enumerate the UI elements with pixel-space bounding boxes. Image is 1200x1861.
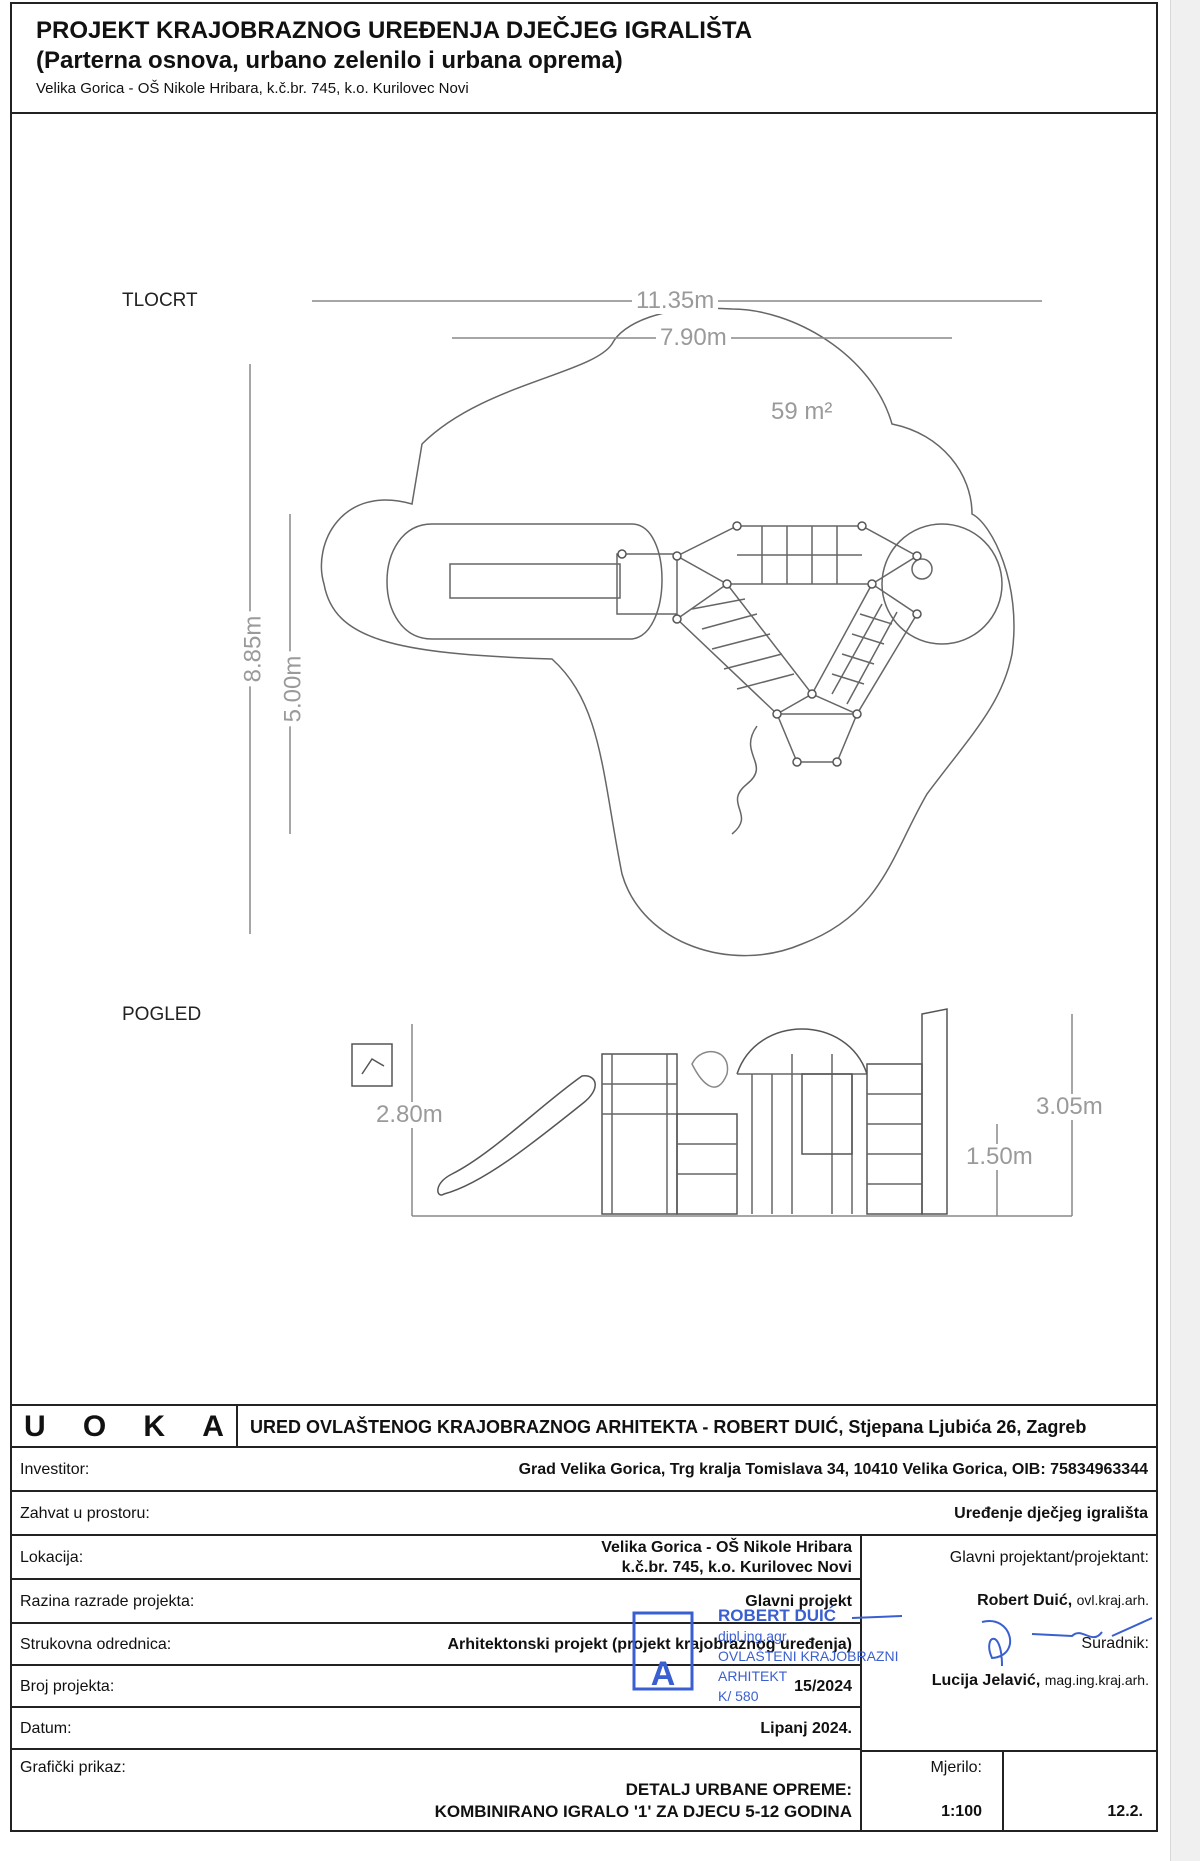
sheet-header: PROJEKT KRAJOBRAZNOG UREĐENJA DJEČJEG IG… [12, 4, 1156, 114]
drawing-area: TLOCRT POGLED 11.35m 7.90m 59 m² 8.85m 5… [12, 114, 1156, 1404]
dim-width-total: 11.35m [632, 288, 719, 314]
stamp-graphic: A ROBERT DUIĆ dipl.ing.agr. OVLAŠTENI KR… [632, 1606, 898, 1704]
project-location: Velika Gorica - OŠ Nikole Hribara, k.č.b… [36, 80, 469, 97]
investor-label: Investitor: [20, 1461, 90, 1478]
associate-name: Lucija Jelavić, [931, 1672, 1041, 1689]
scope-value: Uređenje dječjeg igrališta [954, 1505, 1148, 1522]
tb-row-date: Datum: Lipanj 2024. [12, 1708, 862, 1750]
associate: Lucija Jelavić, mag.ing.kraj.arh. [867, 1670, 1149, 1691]
discipline-label: Strukovna odrednica: [20, 1636, 172, 1653]
professional-stamp: A ROBERT DUIĆ dipl.ing.agr. OVLAŠTENI KR… [632, 1601, 902, 1711]
chief-designer-label: Glavni projektant/projektant: [949, 1549, 1149, 1566]
dim-width-inner: 7.90m [656, 325, 731, 351]
tb-row-investor: Investitor: Grad Velika Gorica, Trg kral… [12, 1448, 1156, 1492]
uoka-letter: U [24, 1410, 46, 1443]
height-right: 3.05m [1032, 1094, 1107, 1120]
stamp-line: ROBERT DUIĆ [718, 1606, 836, 1625]
tb-divider-scale [860, 1750, 1156, 1752]
location-value-1: Velika Gorica - OŠ Nikole Hribara [601, 1539, 852, 1556]
area-label: 59 m² [767, 399, 837, 425]
scope-label: Zahvat u prostoru: [20, 1505, 150, 1522]
slide-elevation [437, 1075, 596, 1196]
location-value-2: k.č.br. 745, k.o. Kurilovec Novi [621, 1559, 852, 1576]
dim-depth-total: 8.85m [239, 611, 267, 687]
elevation-label: POGLED [122, 1004, 202, 1025]
investor-value: Grad Velika Gorica, Trg kralja Tomislava… [518, 1461, 1148, 1478]
location-label: Lokacija: [20, 1549, 84, 1566]
viewer-scrollbar[interactable] [1170, 0, 1200, 1861]
right-pad [881, 523, 1003, 645]
project-number-value: 15/2024 [794, 1678, 852, 1695]
office-name: URED OVLAŠTENOG KRAJOBRAZNOG ARHITEKTA -… [250, 1417, 1087, 1437]
height-platform: 1.50m [962, 1144, 1037, 1170]
uoka-letter: K [143, 1410, 166, 1443]
graphic-value-2: KOMBINIRANO IGRALO '1' ZA DJECU 5-12 GOD… [434, 1802, 852, 1821]
level-label: Razina razrade projekta: [20, 1593, 195, 1610]
associate-label: Suradnik: [1081, 1635, 1149, 1652]
project-title: PROJEKT KRAJOBRAZNOG UREĐENJA DJEČJEG IG… [36, 17, 753, 44]
stamp-line: K/ 580 [718, 1688, 759, 1704]
graphic-value-1: DETALJ URBANE OPREME: [625, 1780, 852, 1799]
tb-divider-sheet [1002, 1750, 1004, 1832]
chief-designer-name: Robert Duić, [977, 1592, 1073, 1609]
tb-divider-vertical [860, 1536, 862, 1832]
uoka-letter: O [82, 1410, 107, 1443]
slide-pad [386, 523, 663, 640]
project-number-label: Broj projekta: [20, 1678, 115, 1695]
tb-row-scope: Zahvat u prostoru: Uređenje dječjeg igra… [12, 1492, 1156, 1536]
graphic-label: Grafički prikaz: [20, 1759, 126, 1776]
safety-surface-outline [320, 307, 1015, 957]
slide-plan [449, 563, 621, 599]
tb-row-location: Lokacija: Velika Gorica - OŠ Nikole Hrib… [12, 1536, 862, 1580]
sheet-number: 12.2. [1107, 1803, 1143, 1820]
height-left: 2.80m [372, 1102, 447, 1128]
associate-title: mag.ing.kraj.arh. [1044, 1672, 1149, 1688]
uoka-letter: A [202, 1410, 224, 1443]
stamp-line: dipl.ing.agr. [718, 1628, 790, 1644]
climbing-wave [731, 725, 758, 835]
scale-label: Mjerilo: [930, 1759, 982, 1776]
scale-value: 1:100 [941, 1803, 982, 1820]
discipline-value: Arhitektonski projekt (projekt krajobraz… [447, 1636, 852, 1653]
date-value: Lipanj 2024. [760, 1720, 852, 1737]
dim-depth-inner: 5.00m [279, 651, 307, 727]
tb-row-level: Razina razrade projekta: Glavni projekt [12, 1580, 862, 1624]
level-value: Glavni projekt [745, 1593, 852, 1610]
drawing-sheet: PROJEKT KRAJOBRAZNOG UREĐENJA DJEČJEG IG… [10, 2, 1158, 1832]
stamp-line: ARHITEKT [718, 1668, 788, 1684]
chief-designer-title: ovl.kraj.arh. [1076, 1592, 1149, 1608]
stamp-letter: A [651, 1655, 676, 1693]
date-label: Datum: [20, 1720, 72, 1737]
tb-row-office: U O K A URED OVLAŠTENOG KRAJOBRAZNOG ARH… [12, 1406, 1156, 1448]
project-title-sub: (Parterna osnova, urbano zelenilo i urba… [36, 47, 623, 74]
stamp-line: OVLAŠTENI KRAJOBRAZNI [718, 1648, 898, 1664]
tb-row-discipline: Strukovna odrednica: Arhitektonski proje… [12, 1624, 862, 1666]
uoka-logo: U O K A [12, 1406, 238, 1448]
tb-row-graphic: Grafički prikaz: DETALJ URBANE OPREME: K… [12, 1750, 862, 1832]
plan-label: TLOCRT [122, 290, 198, 311]
signature [851, 1615, 1153, 1667]
tb-row-project-number: Broj projekta: 15/2024 [12, 1666, 862, 1708]
title-block: U O K A URED OVLAŠTENOG KRAJOBRAZNOG ARH… [12, 1404, 1156, 1832]
chief-designer: Robert Duić, ovl.kraj.arh. [867, 1590, 1149, 1611]
